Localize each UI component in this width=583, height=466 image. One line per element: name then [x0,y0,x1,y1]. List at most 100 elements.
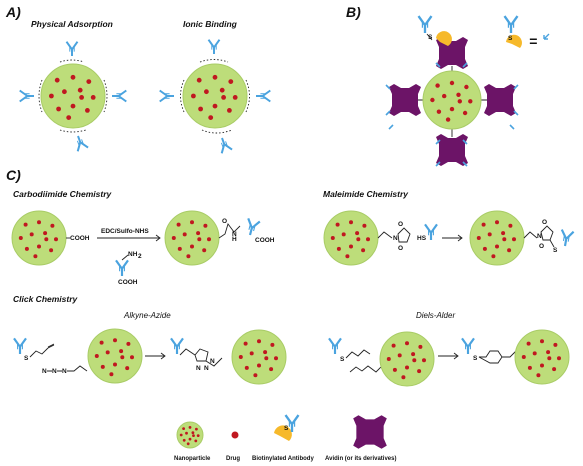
cyclohexene [478,350,517,364]
avidin-icon [484,84,516,116]
drug-dot [182,438,186,442]
drug-dot [100,364,105,369]
drug-dot [191,93,196,99]
drug-dot [113,338,117,343]
drug-dot [457,99,462,104]
legend-avidin-icon [353,415,387,449]
drug-dot [228,79,234,84]
drug-dot [190,244,194,249]
drug-dot [221,95,227,100]
reaction-arrow [442,234,463,242]
physical-adsorption-title: Physical Adsorption [31,19,113,29]
conjugate-n: N [537,233,542,240]
reaction-arrow [97,234,161,242]
triazole-n1: N [196,365,201,372]
drug-dot [198,106,204,112]
drug-dot [79,95,84,100]
diene-s: S [340,356,345,363]
maleimide-o-top: O [398,221,403,228]
drug-dot [257,363,261,368]
drug-dot [361,248,366,253]
reagent-label: EDC/Sulfo-NHS [101,228,149,235]
drug-dot [405,341,409,346]
legend: Nanoparticle Drug S Biotinylated Antibod… [174,413,396,462]
carbodiimide-title: Carbodiimide Chemistry [13,189,113,199]
connector [418,66,487,137]
drug-dot [392,367,397,372]
drug-dot [232,95,238,100]
drug-dot [508,223,513,228]
drug-dot [366,237,370,242]
antibody-icon [71,133,90,153]
drug-dot [495,244,499,249]
drug-dot [23,222,28,227]
antibody-cooh-label: COOH [118,279,138,286]
conjugate-o-top: O [542,219,547,226]
drug-dot [557,356,561,361]
reaction-arrow [145,352,166,360]
drug-dot [449,80,455,86]
drug-dot [50,223,55,228]
adduct-s: S [473,355,478,362]
drug-dot [243,341,248,346]
drug-dot [501,231,506,236]
drug-dot [449,106,455,112]
triazole-n2: N [204,365,209,372]
drug-dot [182,232,187,237]
drug-dot [270,342,275,347]
arrow-icon [543,33,550,40]
conjugate-linker [523,225,555,248]
drug-dot [85,108,90,113]
drug-dot [264,356,269,361]
panel-b: S S = [385,14,550,167]
legend-drug-icon [231,431,239,439]
drug-dot [194,439,198,443]
antibody-icon [169,337,185,356]
amide-h: H [232,236,237,243]
drug-dot [362,223,367,228]
antibody-icon [18,89,35,103]
drug-dot [253,373,258,378]
drug-dot [130,355,134,360]
drug-dot [456,92,461,98]
drug-dot [536,373,541,378]
drug-dot [386,357,391,361]
drug-dot [190,220,194,225]
drug-dot [179,433,183,437]
drug-dot [464,84,469,90]
drug-dot [37,244,41,249]
panel-b-label: B) [346,4,361,20]
drug-dot [540,339,544,344]
drug-dot [546,350,551,355]
drug-dot [468,99,473,104]
drug-dot [196,77,202,83]
amine-bond [121,254,129,261]
drug-dot [94,354,99,358]
drug-dot [412,358,417,363]
alkyne-chain [29,343,55,358]
drug-dot [203,223,208,228]
maleimide-linker [377,227,411,243]
drug-dot [532,351,537,356]
drug-dot [502,237,507,242]
conjugate-s: S [553,247,558,254]
drug-dot [208,115,214,120]
alkyne-azide-label: Alkyne-Azide [123,311,171,320]
drug-dot [99,340,104,345]
panel-c-label: C) [6,167,21,183]
drug-dot [70,103,76,109]
legend-biotinylated-antibody-icon: S [274,413,300,441]
drug-dot [186,442,190,446]
nh2-subscript: 2 [138,253,142,260]
drug-dot [405,365,409,370]
drug-dot [227,108,232,113]
azide-n: N [42,368,47,375]
legend-nanoparticle-label: Nanoparticle [174,456,211,462]
drug-dot [177,246,182,251]
drug-dot [526,341,531,346]
drug-dot [195,427,198,431]
drug-dot [197,237,202,242]
drug-dot [547,356,552,361]
antibody-icon [12,337,28,356]
drug-dot [212,103,218,109]
